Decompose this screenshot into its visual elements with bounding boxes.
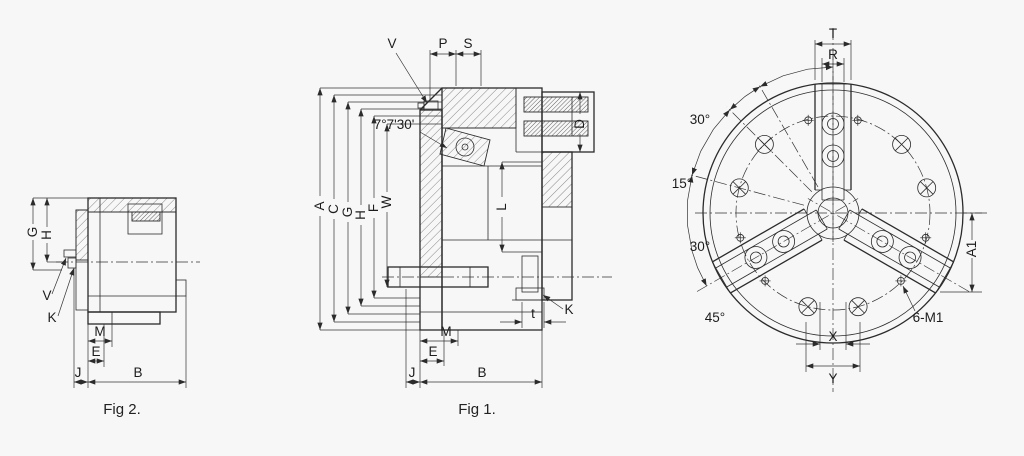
fig1-dim-w: W xyxy=(379,195,394,208)
jaw-slot-top xyxy=(814,56,852,242)
fig1-dim-t: t xyxy=(531,306,535,321)
cap-screws xyxy=(729,134,937,317)
fig2-dim-g: G xyxy=(25,227,40,238)
fig1-dim-a: A xyxy=(312,201,327,210)
front-dim-r: R xyxy=(828,47,838,62)
fig2-dim-b: B xyxy=(133,365,142,380)
fig2-dim-m: M xyxy=(94,324,105,339)
fig1-dim-s: S xyxy=(463,36,472,51)
fig2-dim-j: J xyxy=(75,365,82,380)
fig2-drawing: G H V K M E J B Fig 2. xyxy=(25,197,200,418)
front-dim-a1: A1 xyxy=(964,241,979,258)
fig1-dim-f: F xyxy=(366,204,381,212)
fig1-dim-d: D xyxy=(572,119,587,129)
front-dim-x: X xyxy=(828,329,837,344)
front-dim-t: T xyxy=(829,26,837,41)
fig2-dim-h: H xyxy=(39,230,54,240)
fig1-dim-j: J xyxy=(409,365,416,380)
fig1-drawing: V P S 7°7'30' A C G H F W xyxy=(312,36,612,418)
jaw-slot-lower-right xyxy=(807,198,970,294)
front-view-drawing: 30° 15° 30° 45° T R X Y A1 6-M1 xyxy=(672,26,988,392)
fig1-dim-g: G xyxy=(340,207,355,218)
fig2-dim-v: V xyxy=(42,288,51,303)
fig1-dim-v: V xyxy=(387,36,396,51)
fig1-caption: Fig 1. xyxy=(458,401,496,418)
front-angle-15: 15° xyxy=(672,176,692,191)
front-dim-y: Y xyxy=(828,371,837,386)
fig1-angle-callout: 7°7'30' xyxy=(374,117,415,132)
front-angle-30-top: 30° xyxy=(690,112,710,127)
fig1-dim-m: M xyxy=(440,324,451,339)
fig1-dim-e: E xyxy=(428,344,437,359)
fig2-dim-e: E xyxy=(91,344,100,359)
fig2-dim-k: K xyxy=(47,310,56,325)
fig2-caption: Fig 2. xyxy=(103,401,141,418)
fig1-dim-l: L xyxy=(494,203,509,211)
jaw-slot-lower-left xyxy=(696,198,859,294)
fig1-dim-b: B xyxy=(477,365,486,380)
front-angle-45: 45° xyxy=(705,310,725,325)
m1-holes xyxy=(734,114,932,287)
fig1-dim-k: K xyxy=(564,302,573,317)
front-bolt-callout: 6-M1 xyxy=(913,310,944,325)
fig1-dim-c: C xyxy=(326,204,341,214)
fig1-dim-p: P xyxy=(438,36,447,51)
front-angle-30-mid: 30° xyxy=(690,239,710,254)
fig1-dim-h: H xyxy=(353,210,368,220)
